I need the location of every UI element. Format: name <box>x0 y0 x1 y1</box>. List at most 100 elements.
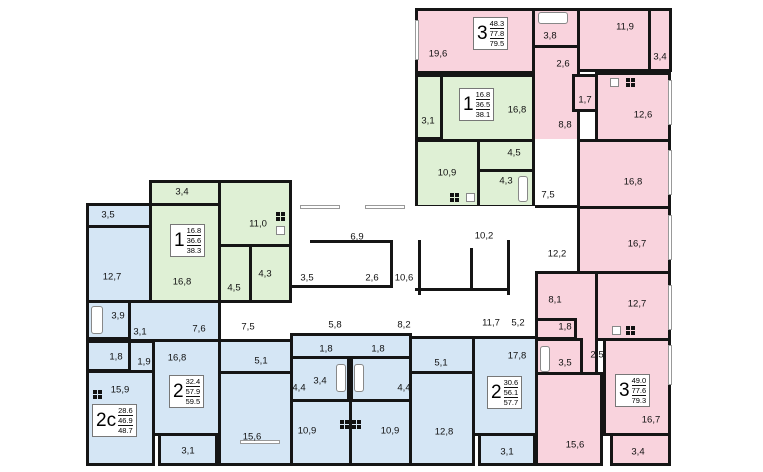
window <box>365 205 405 209</box>
room-count: 3 <box>619 380 630 401</box>
area-label: 16,8 <box>172 276 192 288</box>
area-label: 4,4 <box>397 382 411 394</box>
area-label: 19,6 <box>428 48 448 60</box>
total-area: 77.6 <box>631 386 647 396</box>
area-label: 15,6 <box>565 439 585 451</box>
common-area-label: 11,7 <box>482 317 500 329</box>
window <box>300 205 340 209</box>
common-area-label: 7,5 <box>541 189 555 201</box>
area-label: 1,8 <box>109 351 123 363</box>
living-area: 32.4 <box>185 377 201 387</box>
area-label: 3,1 <box>421 115 435 127</box>
total-area: 57.9 <box>185 387 201 397</box>
area-label: 15,9 <box>110 384 130 396</box>
wall <box>390 240 393 285</box>
room-wc <box>572 74 598 112</box>
stove-icon <box>340 420 349 429</box>
total-with-balcony: 79.3 <box>631 396 647 405</box>
area-label: 16,7 <box>627 238 647 250</box>
wall <box>310 240 392 243</box>
area-label: 12,8 <box>434 426 454 438</box>
area-label: 7,6 <box>192 323 206 335</box>
room-bedroom <box>86 225 152 303</box>
area-label: 3,9 <box>111 310 125 322</box>
total-area: 36.5 <box>475 100 491 110</box>
area-label: 16,8 <box>507 104 527 116</box>
wall <box>290 285 393 288</box>
area-label: 10,9 <box>380 425 400 437</box>
area-label: 12,6 <box>633 109 653 121</box>
area-label: 3,1 <box>500 446 514 458</box>
total-with-balcony: 59.5 <box>185 397 201 406</box>
stove-icon <box>352 420 361 429</box>
corridor <box>532 139 580 208</box>
total-with-balcony: 38.1 <box>475 110 491 119</box>
area-label: 1,8 <box>371 343 385 355</box>
common-area-label: 6,9 <box>350 231 364 243</box>
living-area: 48.3 <box>489 19 505 29</box>
room-bathroom <box>249 244 292 303</box>
bathtub-icon <box>336 364 346 392</box>
area-label: 3,5 <box>101 209 115 221</box>
area-label: 10,9 <box>437 167 457 179</box>
room-bedroom <box>577 8 651 72</box>
area-label: 12,2 <box>547 248 567 260</box>
area-label: 2,5 <box>590 349 604 361</box>
area-label: 11,9 <box>616 21 634 33</box>
wall <box>415 288 510 291</box>
room-bedroom <box>577 139 671 209</box>
room-balcony <box>478 433 536 466</box>
common-area-label: 3,5 <box>300 272 314 284</box>
area-label: 3,4 <box>653 51 667 63</box>
area-label: 5,1 <box>254 355 268 367</box>
total-area: 36.6 <box>186 236 202 246</box>
area-label: 3,1 <box>133 326 147 338</box>
area-label: 4,4 <box>292 382 306 394</box>
room-balcony <box>86 203 152 228</box>
area-label: 1,8 <box>319 343 333 355</box>
total-area: 56.1 <box>503 388 519 398</box>
bathtub-icon <box>518 176 528 202</box>
area-label: 4,5 <box>227 282 241 294</box>
room-balcony <box>648 8 672 72</box>
bathtub-icon <box>354 364 364 392</box>
room-count: 1 <box>463 94 474 115</box>
common-area-label: 5,2 <box>511 317 525 329</box>
common-area-label: 5,8 <box>328 319 342 331</box>
common-area-label: 2,6 <box>365 272 379 284</box>
living-area: 28.6 <box>118 406 133 416</box>
area-label: 1,9 <box>137 356 151 368</box>
room-bedroom <box>535 372 603 466</box>
room-count: 2 <box>173 381 184 402</box>
area-label: 4,3 <box>258 268 272 280</box>
area-label: 8,1 <box>548 294 562 306</box>
room-bedroom <box>409 371 475 466</box>
stove-icon <box>93 390 102 399</box>
total-with-balcony: 57.7 <box>503 398 519 407</box>
room-hall <box>409 336 475 374</box>
stove-icon <box>626 326 635 335</box>
living-area: 16.8 <box>186 226 202 236</box>
common-area-label: 10,6 <box>394 272 414 284</box>
sink-icon <box>612 326 621 335</box>
sink-icon <box>276 226 285 235</box>
living-area: 16.8 <box>475 90 491 100</box>
area-label: 11,0 <box>249 218 267 230</box>
bathtub-icon <box>540 346 550 372</box>
wall <box>418 240 421 295</box>
room-hall <box>477 139 535 172</box>
area-label: 3,4 <box>313 375 327 387</box>
area-label: 5,1 <box>434 357 448 369</box>
room-bedroom <box>577 206 671 274</box>
room-kitchen <box>349 399 412 466</box>
total-area: 46.9 <box>118 416 133 426</box>
total-with-balcony: 38.3 <box>186 246 202 255</box>
area-label: 3,8 <box>543 30 557 42</box>
area-label: 2,6 <box>556 58 570 70</box>
